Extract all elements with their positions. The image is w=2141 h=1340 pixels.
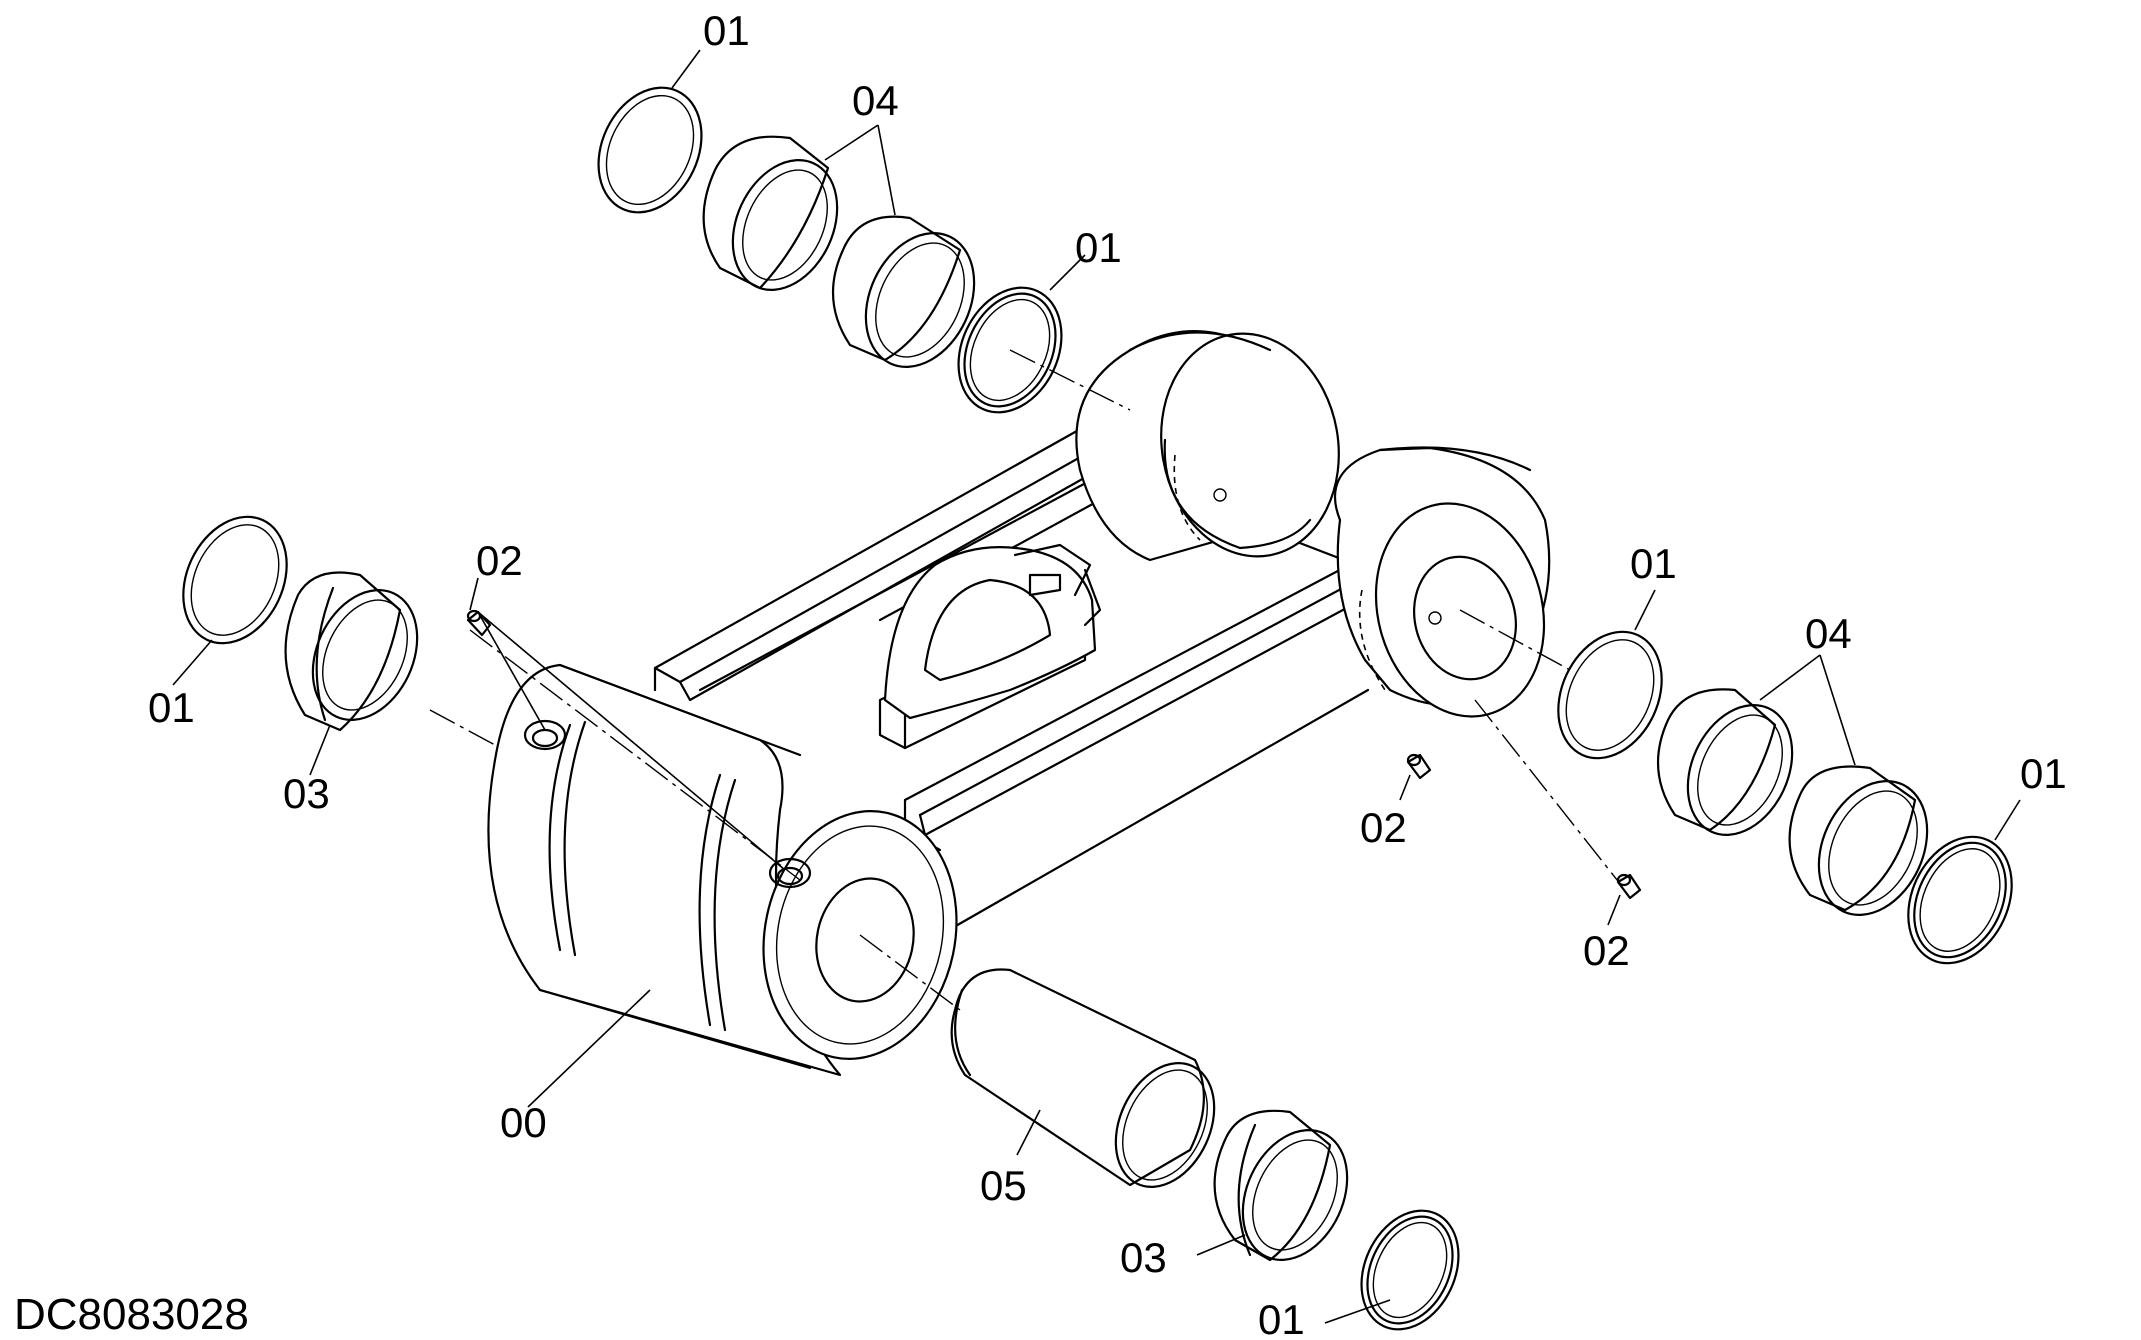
bushing-04-top-b bbox=[831, 215, 976, 368]
link-body bbox=[487, 330, 1551, 1077]
callout-01-left: 01 bbox=[148, 684, 195, 731]
ring-01-top-2 bbox=[957, 286, 1063, 414]
bushing-04-right-b bbox=[1788, 765, 1929, 916]
bushing-03-bottom bbox=[1213, 1109, 1349, 1262]
bushing-04-right-a bbox=[1656, 688, 1794, 836]
bushing-03-left bbox=[284, 571, 419, 732]
ring-01-right bbox=[1557, 630, 1663, 760]
callout-03-left: 03 bbox=[283, 770, 330, 817]
callout-01-right: 01 bbox=[1630, 540, 1677, 587]
callout-04-right: 04 bbox=[1805, 610, 1852, 657]
callout-02-left: 02 bbox=[476, 537, 523, 584]
ring-01-top bbox=[597, 86, 703, 214]
callout-05-pin: 05 bbox=[980, 1162, 1027, 1209]
callout-00-body: 00 bbox=[500, 1099, 547, 1146]
callout-02-right: 02 bbox=[1583, 927, 1630, 974]
grease-fitting-02-right bbox=[1616, 873, 1642, 900]
callout-01-top: 01 bbox=[703, 7, 750, 54]
ring-01-far-right bbox=[1907, 835, 2013, 965]
callout-04-top: 04 bbox=[852, 77, 899, 124]
callout-01-far-right: 01 bbox=[2020, 750, 2067, 797]
leader-lines bbox=[172, 49, 2021, 1324]
bushing-04-top-a bbox=[702, 135, 839, 291]
pin-05 bbox=[950, 968, 1216, 1189]
document-code: DC8083028 bbox=[14, 1290, 249, 1339]
callout-01-top-2: 01 bbox=[1075, 224, 1122, 271]
callout-01-bottom: 01 bbox=[1258, 1296, 1305, 1339]
callout-02-mid-right: 02 bbox=[1360, 804, 1407, 851]
ring-01-left bbox=[182, 515, 288, 645]
callout-labels: 01 04 01 02 01 03 00 05 03 01 01 04 01 0… bbox=[148, 7, 2067, 1339]
ring-01-bottom bbox=[1360, 1209, 1460, 1331]
grease-fitting-02-mid-right bbox=[1406, 753, 1432, 780]
center-lines bbox=[429, 349, 1626, 1011]
callout-03-bottom: 03 bbox=[1120, 1234, 1167, 1281]
